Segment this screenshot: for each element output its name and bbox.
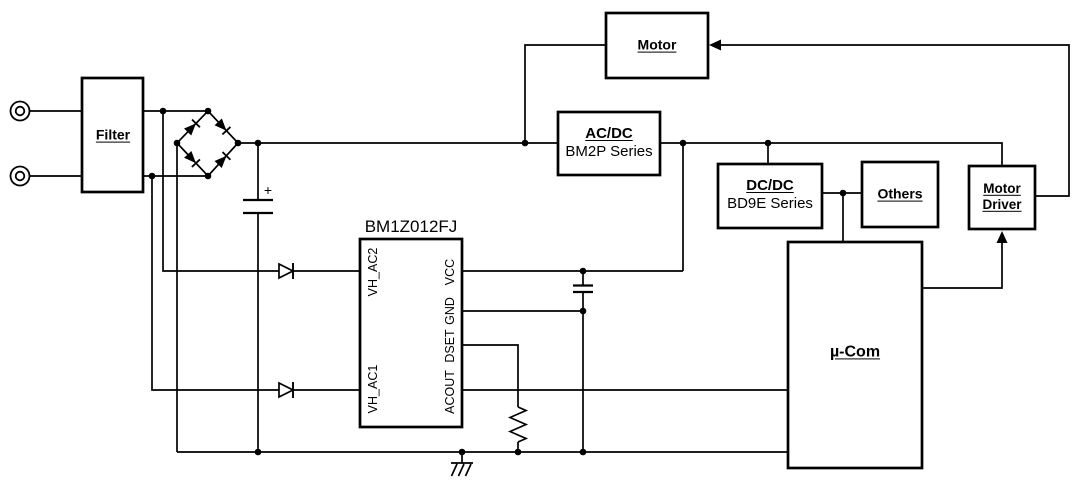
ac-terminal-top-icon <box>9 100 31 122</box>
junction-dot <box>764 139 772 147</box>
pin-label-vcc: VCC <box>443 258 457 286</box>
junction-dot <box>579 307 587 315</box>
junction-dot <box>234 139 242 147</box>
resistor-icon <box>507 406 529 443</box>
bridge-diode-icon <box>214 151 232 169</box>
pin-label-dset: DSET <box>443 329 457 363</box>
acdc-block <box>556 110 662 177</box>
dcdc-sublabel: BD9E Series <box>727 195 813 212</box>
bridge-diamond <box>175 109 240 178</box>
others-label: Others <box>877 185 923 202</box>
junction-dot <box>204 172 212 180</box>
pin-label-vh-ac2: VH_AC2 <box>366 247 380 297</box>
junction-dot <box>679 139 687 147</box>
arrowhead-into-motor <box>709 39 721 51</box>
junction-dots <box>148 107 847 456</box>
filter-label: Filter <box>95 126 131 143</box>
arrowhead-into-motor-driver <box>996 231 1008 243</box>
pin-label-gnd: GND <box>443 297 457 325</box>
bridge-diode-icon <box>214 118 232 136</box>
others-block <box>860 160 940 229</box>
capacitor-plus-sign: + <box>263 182 273 198</box>
capacitor-icon <box>573 284 593 294</box>
wires <box>30 44 1070 453</box>
wire-vh-ac1 <box>151 176 360 391</box>
ucom-label: µ-Com <box>829 343 881 361</box>
wire-motor-feedback <box>720 44 1070 197</box>
wire-dset <box>462 344 519 407</box>
ground-icon <box>450 452 473 477</box>
junction-dot <box>159 107 167 115</box>
filter-block <box>80 76 145 194</box>
bm1z012fj-title: BM1Z012FJ <box>364 216 458 236</box>
junction-dot <box>521 139 529 147</box>
bridge-diode-icon <box>184 118 201 136</box>
wire-vh-ac2 <box>162 111 360 272</box>
junction-dot <box>579 267 587 275</box>
ucom-block <box>786 240 924 470</box>
dcdc-label: DC/DC <box>746 177 794 194</box>
motor-driver-block <box>967 164 1037 231</box>
motor-driver-label-line2: Driver <box>982 197 1022 212</box>
junction-dot <box>173 139 181 147</box>
diode-vh-ac1-icon <box>278 381 295 399</box>
junction-dot <box>254 448 262 456</box>
bridge-rectifier-icon <box>184 118 232 169</box>
wire-acdc-output-rail <box>660 142 1003 166</box>
diode-vh-ac2-icon <box>278 262 295 280</box>
acdc-sublabel: BM2P Series <box>565 143 653 160</box>
motor-label: Motor <box>637 36 677 53</box>
junction-dot <box>839 189 847 197</box>
polarized-capacitor-icon <box>243 198 273 215</box>
ac-terminal-bottom-icon <box>9 165 31 187</box>
bm1z012fj-block <box>358 237 464 429</box>
junction-dot <box>148 172 156 180</box>
wire-rail-to-motor <box>524 44 606 143</box>
acdc-label: AC/DC <box>585 125 633 142</box>
motor-block <box>604 11 710 80</box>
bridge-diode-icon <box>184 150 201 168</box>
junction-dot <box>204 107 212 115</box>
motor-driver-label-line1: Motor <box>983 180 1021 196</box>
pin-label-acout: ACOUT <box>443 370 457 414</box>
pin-label-vh-ac1: VH_AC1 <box>366 364 380 414</box>
wire-ucom-to-motor-driver <box>922 242 1003 289</box>
junction-dot <box>514 448 522 456</box>
junction-dot <box>254 139 262 147</box>
junction-dot <box>458 448 466 456</box>
junction-dot <box>579 448 587 456</box>
dcdc-block <box>716 162 824 230</box>
